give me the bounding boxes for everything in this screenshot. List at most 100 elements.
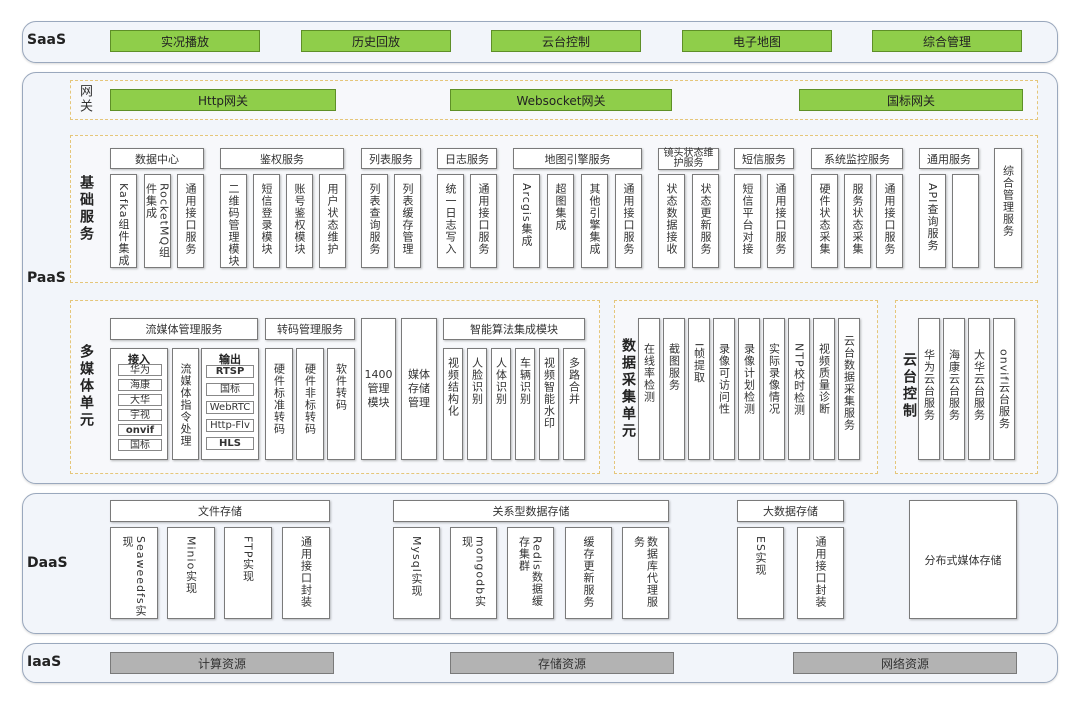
collect-record-actual-box[interactable]: 实际录像情况 (763, 318, 785, 460)
input-uniview[interactable]: 宇视 (118, 409, 162, 421)
kafka-box[interactable]: Kafka组件集成 (110, 174, 137, 268)
bigdata-api-box[interactable]: 通用接口封装 (797, 527, 844, 619)
m1400-box[interactable]: 1400管理模块 (361, 318, 396, 460)
minio-box[interactable]: Minio实现 (167, 527, 215, 619)
integrated-manage-box[interactable]: 综合管理服务 (994, 148, 1022, 268)
file-api-box[interactable]: 通用接口封装 (282, 527, 330, 619)
gateway-gb[interactable]: 国标网关 (799, 89, 1023, 111)
group-common-title: 通用服务 (919, 148, 979, 169)
state-update-box[interactable]: 状态更新服务 (692, 174, 719, 268)
ai-title: 智能算法集成模块 (443, 318, 585, 340)
output-rtsp[interactable]: RTSP (206, 365, 254, 378)
hw-nonstd-transcode-box[interactable]: 硬件非标转码 (296, 348, 324, 460)
ai-merge-box[interactable]: 多路合并 (563, 348, 585, 460)
group-camera-state-title: 镜头状态维护服务 (658, 148, 719, 170)
redis-box[interactable]: Redis数据缓存集群 (507, 527, 554, 619)
list-cache-box[interactable]: 列表缓存管理 (394, 174, 421, 268)
seaweedfs-box[interactable]: Seaweedfs实现 (110, 527, 158, 619)
transcode-title: 转码管理服务 (265, 318, 355, 340)
ai-body-box[interactable]: 人体识别 (491, 348, 511, 460)
collect-snapshot-box[interactable]: 截图服务 (663, 318, 685, 460)
group-map-title: 地图引擎服务 (513, 148, 642, 169)
hw-std-transcode-box[interactable]: 硬件标准转码 (265, 348, 293, 460)
collect-online-box[interactable]: 在线率检测 (638, 318, 660, 460)
output-httpflv[interactable]: Http-Flv (206, 419, 254, 432)
input-dahua[interactable]: 大华 (118, 394, 162, 406)
saas-item-playback[interactable]: 历史回放 (301, 30, 451, 52)
saas-item-map[interactable]: 电子地图 (682, 30, 832, 52)
input-gb[interactable]: 国标 (118, 439, 162, 451)
group-sms-title: 短信服务 (734, 148, 794, 169)
sw-transcode-box[interactable]: 软件转码 (327, 348, 355, 460)
sms-platform-box[interactable]: 短信平台对接 (734, 174, 761, 268)
gateway-websocket[interactable]: Websocket网关 (450, 89, 672, 111)
saas-item-ptz[interactable]: 云台控制 (491, 30, 641, 52)
iaas-network[interactable]: 网络资源 (793, 652, 1017, 674)
collect-record-plan-box[interactable]: 录像计划检测 (738, 318, 760, 460)
multimedia-label: 多媒体单元 (78, 344, 94, 429)
output-gb[interactable]: 国标 (206, 383, 254, 396)
user-state-box[interactable]: 用户状态维护 (319, 174, 346, 268)
iaas-label: IaaS (27, 654, 62, 670)
db-proxy-box[interactable]: 数据库代理服务 (622, 527, 669, 619)
media-storage-box[interactable]: 媒体存储管理 (401, 318, 437, 460)
iaas-storage[interactable]: 存储资源 (450, 652, 674, 674)
rdb-storage-title: 关系型数据存储 (393, 500, 669, 522)
collect-label: 数据采集单元 (620, 338, 636, 440)
group-datacenter-title: 数据中心 (110, 148, 204, 169)
common-empty-box[interactable] (952, 174, 979, 268)
cache-update-box[interactable]: 缓存更新服务 (565, 527, 612, 619)
mysql-box[interactable]: Mysql实现 (393, 527, 440, 619)
list-query-box[interactable]: 列表查询服务 (361, 174, 388, 268)
gateway-http[interactable]: Http网关 (110, 89, 336, 111)
supermap-box[interactable]: 超图集成 (547, 174, 574, 268)
es-box[interactable]: ES实现 (737, 527, 784, 619)
saas-item-manage[interactable]: 综合管理 (872, 30, 1022, 52)
qrcode-box[interactable]: 二维码管理模块 (220, 174, 247, 268)
paas-label: PaaS (27, 270, 66, 286)
stream-cmd-box[interactable]: 流媒体指令处理 (172, 348, 199, 460)
collect-ptz-data-box[interactable]: 云台数据采集服务 (838, 318, 860, 460)
ftp-box[interactable]: FTP实现 (224, 527, 272, 619)
datacenter-api-box[interactable]: 通用接口服务 (177, 174, 204, 268)
ai-face-box[interactable]: 人脸识别 (467, 348, 487, 460)
sms-login-box[interactable]: 短信登录模块 (253, 174, 280, 268)
log-write-box[interactable]: 统一日志写入 (437, 174, 464, 268)
distributed-media-storage-box[interactable]: 分布式媒体存储 (909, 500, 1017, 619)
ptz-dahua-box[interactable]: 大华云台服务 (968, 318, 990, 460)
collect-ntp-box[interactable]: NTP校时检测 (788, 318, 810, 460)
output-title: 输出 (219, 353, 241, 366)
other-engine-box[interactable]: 其他引擎集成 (581, 174, 608, 268)
output-hls[interactable]: HLS (206, 437, 254, 450)
collect-quality-box[interactable]: 视频质量诊断 (813, 318, 835, 460)
monitor-api-box[interactable]: 通用接口服务 (876, 174, 903, 268)
sms-api-box[interactable]: 通用接口服务 (767, 174, 794, 268)
saas-item-live[interactable]: 实况播放 (110, 30, 260, 52)
input-huawei[interactable]: 华为 (118, 364, 162, 376)
ai-struct-box[interactable]: 视频结构化 (443, 348, 463, 460)
ai-vehicle-box[interactable]: 车辆识别 (515, 348, 535, 460)
collect-record-access-box[interactable]: 录像可访问性 (713, 318, 735, 460)
log-api-box[interactable]: 通用接口服务 (470, 174, 497, 268)
input-hikvision[interactable]: 海康 (118, 379, 162, 391)
rocketmq-box[interactable]: RocketMQ组件集成 (144, 174, 171, 268)
input-title: 接入 (128, 353, 150, 366)
ptz-hikvision-box[interactable]: 海康云台服务 (943, 318, 965, 460)
ptz-onvif-box[interactable]: onvif云台服务 (993, 318, 1015, 460)
daas-label: DaaS (27, 555, 68, 571)
state-recv-box[interactable]: 状态数据接收 (658, 174, 685, 268)
map-api-box[interactable]: 通用接口服务 (615, 174, 642, 268)
ptz-huawei-box[interactable]: 华为云台服务 (918, 318, 940, 460)
input-onvif[interactable]: onvif (118, 424, 162, 436)
ai-watermark-box[interactable]: 视频智能水印 (539, 348, 559, 460)
account-auth-box[interactable]: 账号鉴权模块 (286, 174, 313, 268)
api-query-box[interactable]: API查询服务 (919, 174, 946, 268)
hw-state-box[interactable]: 硬件状态采集 (811, 174, 838, 268)
arcgis-box[interactable]: Arcgis集成 (513, 174, 540, 268)
mongodb-box[interactable]: mongodb实现 (450, 527, 497, 619)
svc-state-box[interactable]: 服务状态采集 (844, 174, 871, 268)
ptz-label: 云台控制 (901, 352, 917, 420)
iaas-compute[interactable]: 计算资源 (110, 652, 334, 674)
collect-iframe-box[interactable]: I帧提取 (688, 318, 710, 460)
output-webrtc[interactable]: WebRTC (206, 401, 254, 414)
